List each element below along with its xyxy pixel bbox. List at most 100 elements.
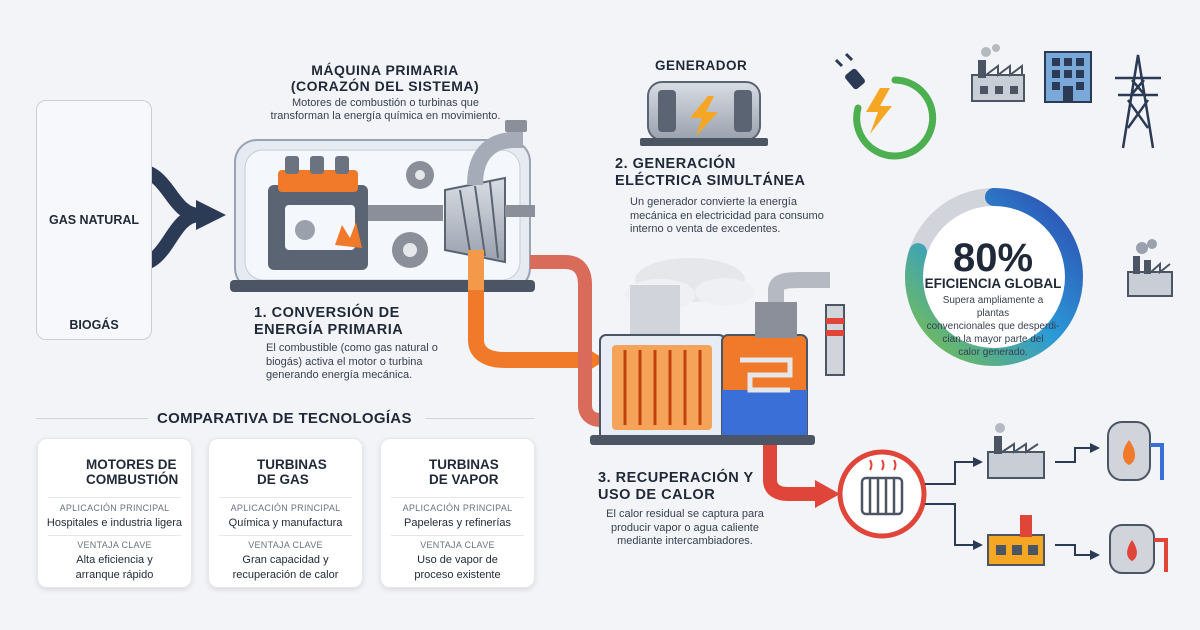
biogas-label: BIOGÁS (69, 318, 119, 332)
arrow-head (973, 540, 983, 550)
tech-card-steam-turbines: TURBINAS DE VAPOR APLICACIÓN PRINCIPAL P… (380, 438, 535, 588)
advantage-label: VENTAJA CLAVE (248, 540, 323, 550)
prime-mover-title-line: MÁQUINA PRIMARIA (311, 62, 459, 78)
step1-desc: El combustible (como gas natural o biogá… (266, 342, 476, 383)
advantage-label: VENTAJA CLAVE (77, 540, 152, 550)
prime-mover-desc-line: Motores de combustión o turbinas que (291, 97, 480, 109)
factory-icon (1127, 239, 1173, 297)
prime-mover-title: MÁQUINA PRIMARIA (CORAZÓN DEL SISTEMA) (285, 62, 485, 94)
efficiency-desc-line: convencionales que desperdi- (926, 321, 1060, 332)
card-title-line: TURBINAS (257, 457, 327, 472)
efficiency-arc (905, 188, 1083, 366)
energy-plug-icon (834, 52, 937, 160)
heat-flow-pipe (468, 290, 585, 368)
step1-desc-line: El combustible (como gas natural o (266, 342, 438, 354)
tank-icon (1109, 524, 1168, 574)
advantage-line: Uso de vapor de (417, 554, 498, 566)
step2-desc-line: mecánica en electricidad para consumo (630, 209, 824, 222)
application-label: APLICACIÓN PRINCIPAL (402, 503, 513, 513)
card-divider (48, 497, 181, 498)
efficiency-desc-line: Supera ampliamente a plantas (942, 295, 1044, 319)
advantage-line: proceso existente (414, 569, 501, 581)
advantage-line: recuperación de calor (232, 569, 339, 581)
application-value: Hospitales e industria ligera (46, 517, 183, 529)
tech-card-gas-turbines: TURBINAS DE GAS APLICACIÓN PRINCIPAL Quí… (208, 438, 363, 588)
step1-title-line: 1. CONVERSIÓN DE (254, 305, 400, 321)
boiler-icon (1107, 421, 1164, 481)
efficiency-ring (905, 188, 1083, 366)
advantage-line: Alta eficiencia y (76, 554, 153, 566)
card-title: TURBINAS DE VAPOR (429, 457, 499, 487)
arrow-head (1090, 550, 1100, 560)
arrow-head (1090, 443, 1100, 453)
gas-natural-label: GAS NATURAL (48, 213, 140, 227)
factory-icon (971, 44, 1025, 102)
efficiency-desc: Supera ampliamente a plantas convenciona… (926, 294, 1060, 359)
card-divider (219, 535, 352, 536)
application-label: APLICACIÓN PRINCIPAL (59, 503, 170, 513)
step1-desc-line: generando energía mecánica. (266, 369, 413, 381)
comparison-title: COMPARATIVA DE TECNOLOGÍAS (157, 410, 412, 427)
step2-title-line: 2. GENERACIÓN (615, 156, 736, 172)
card-title-line: TURBINAS (429, 457, 499, 472)
advantage-value: Gran capacidad y recuperación de calor (213, 553, 358, 583)
application-value: Papeleras y refinerías (404, 517, 511, 529)
efficiency-desc-line: cian la mayor parte del (942, 334, 1044, 345)
radiator-icon (837, 449, 927, 539)
step1-desc-line: biogás) activa el motor o turbina (266, 355, 423, 368)
step3-desc-line: mediante intercambiadores. (617, 535, 753, 547)
step3-title-line: 3. RECUPERACIÓN Y (598, 470, 754, 486)
card-title: MOTORES DE COMBUSTIÓN (86, 457, 178, 487)
factory-icon (987, 515, 1045, 566)
step2-title: 2. GENERACIÓN ELÉCTRICA SIMULTÁNEA (615, 156, 805, 190)
step1-title-line: ENERGÍA PRIMARIA (254, 322, 404, 338)
efficiency-value: 80% (952, 236, 1034, 280)
heat-recovery-unit (590, 258, 845, 445)
engine-enclosure (230, 120, 535, 292)
prime-mover-desc: Motores de combustión o turbinas que tra… (263, 97, 508, 123)
card-title-line: DE GAS (257, 472, 309, 487)
prime-mover-desc-line: transforman la energía química en movimi… (270, 110, 501, 122)
step2-desc: Un generador convierte la energía mecáni… (630, 196, 850, 237)
advantage-line: Gran capacidad y (242, 554, 329, 566)
efficiency-label: EFICIENCIA GLOBAL (924, 276, 1062, 291)
step2-desc-line: interno o venta de excedentes. (630, 223, 781, 235)
step3-title-line: USO DE CALOR (598, 487, 716, 503)
section-divider (36, 418, 148, 419)
application-value: Química y manufactura (228, 517, 343, 529)
factory-icon (987, 423, 1045, 479)
arrow-head (973, 457, 983, 467)
card-divider (391, 535, 524, 536)
hot-water-flow-pipe (763, 445, 818, 501)
section-divider (425, 418, 535, 419)
card-title-line: COMBUSTIÓN (86, 472, 179, 487)
step2-desc-line: Un generador convierte la energía (630, 196, 797, 208)
step3-title: 3. RECUPERACIÓN Y USO DE CALOR (598, 470, 754, 504)
generator-title: GENERADOR (655, 58, 748, 73)
tech-card-engines: MOTORES DE COMBUSTIÓN APLICACIÓN PRINCIP… (37, 438, 192, 588)
hot-water-arrow-head (815, 480, 840, 508)
fuel-arrow-head (196, 200, 226, 230)
step2-title-line: ELÉCTRICA SIMULTÁNEA (615, 173, 806, 189)
distribution-lines (925, 447, 1092, 556)
application-label: APLICACIÓN PRINCIPAL (230, 503, 341, 513)
advantage-line: arranque rápido (75, 569, 154, 581)
card-divider (391, 497, 524, 498)
card-divider (219, 497, 352, 498)
efficiency-desc-line: calor generado. (958, 347, 1028, 358)
step3-desc-line: El calor residual se captura para (606, 508, 764, 520)
building-icon (1044, 51, 1092, 103)
generator-icon (640, 81, 768, 146)
advantage-value: Alta eficiencia y arranque rápido (42, 553, 187, 583)
power-tower-icon (1115, 54, 1161, 149)
prime-mover-title-line: (CORAZÓN DEL SISTEMA) (290, 78, 480, 94)
card-divider (48, 535, 181, 536)
card-title-line: MOTORES DE (86, 457, 177, 472)
fuel-box (36, 100, 152, 340)
advantage-value: Uso de vapor de proceso existente (385, 553, 530, 583)
card-title-line: DE VAPOR (429, 472, 499, 487)
step1-title: 1. CONVERSIÓN DE ENERGÍA PRIMARIA (254, 305, 403, 339)
step3-desc: El calor residual se captura para produc… (600, 508, 770, 549)
step3-desc-line: producir vapor o agua caliente (611, 521, 759, 534)
